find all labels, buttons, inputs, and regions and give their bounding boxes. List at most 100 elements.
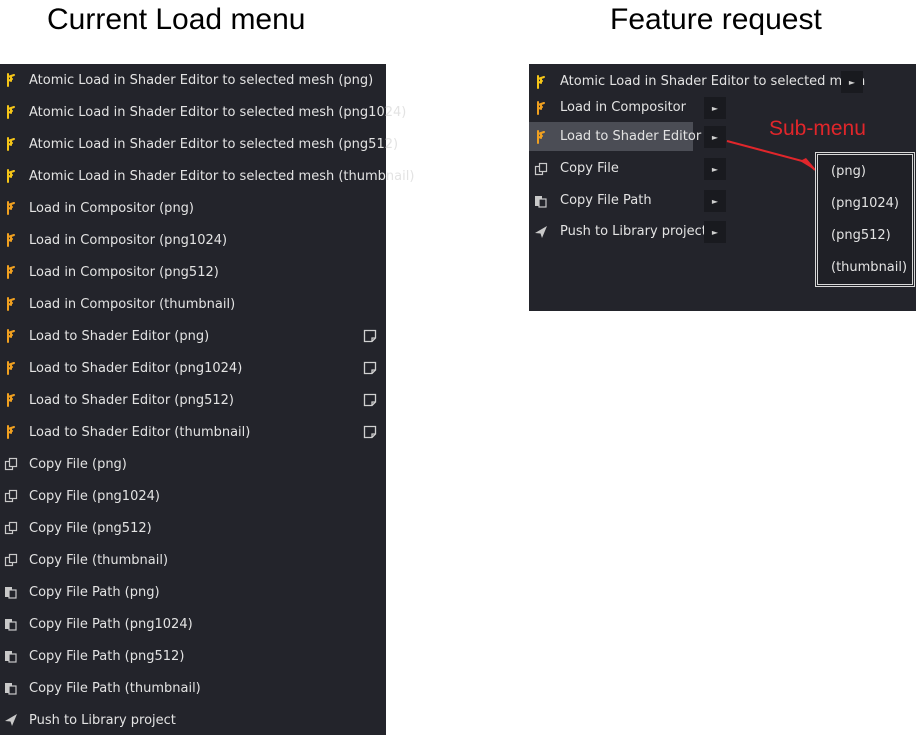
- copy-icon: [3, 488, 19, 504]
- menu-item-label: Copy File (png512): [29, 520, 152, 536]
- menu-item-label: Load in Compositor (thumbnail): [29, 296, 236, 312]
- send-icon: [533, 224, 549, 240]
- submenu-arrow-button[interactable]: ►: [704, 97, 726, 119]
- shader-editor-submenu: (png) (png1024) (png512) (thumbnail): [815, 152, 915, 287]
- node-icon: [533, 74, 549, 90]
- copy-icon: [3, 552, 19, 568]
- node-icon: [3, 200, 19, 216]
- menu-item[interactable]: Copy File (png512): [0, 512, 386, 544]
- menu-item[interactable]: Atomic Load in Shader Editor to selected…: [0, 96, 406, 128]
- submenu-item[interactable]: (thumbnail): [831, 260, 908, 275]
- submenu-item[interactable]: (png): [831, 164, 866, 179]
- current-load-menu: Atomic Load in Shader Editor to selected…: [0, 64, 414, 736]
- menu-item[interactable]: Atomic Load in Shader Editor to selected…: [0, 64, 386, 96]
- menu-item-label: Copy File Path (png512): [29, 648, 185, 664]
- copy-icon: [3, 520, 19, 536]
- menu-item[interactable]: Copy File (png): [0, 448, 386, 480]
- menu-item[interactable]: Load to Shader Editor (png1024): [0, 352, 386, 384]
- node-icon: [533, 129, 549, 145]
- copy-icon: [533, 161, 549, 177]
- menu-item[interactable]: Copy File Path (png1024): [0, 608, 386, 640]
- menu-item-label: Atomic Load in Shader Editor to selected…: [29, 168, 415, 184]
- copy-path-icon: [3, 584, 19, 600]
- menu-item[interactable]: Load to Shader Editor: [529, 122, 701, 151]
- feature-request-heading: Feature request: [610, 3, 822, 36]
- node-icon: [3, 360, 19, 376]
- menu-item[interactable]: Load in Compositor (png): [0, 192, 386, 224]
- node-icon: [3, 136, 19, 152]
- menu-item-label: Load to Shader Editor (thumbnail): [29, 424, 251, 440]
- menu-item[interactable]: Atomic Load in Shader Editor to selected…: [0, 160, 414, 192]
- copy-path-icon: [533, 193, 549, 209]
- note-icon[interactable]: [362, 424, 378, 440]
- menu-item[interactable]: Copy File (png1024): [0, 480, 386, 512]
- menu-item-label: Copy File Path (png1024): [29, 616, 193, 632]
- submenu-arrow-button[interactable]: ►: [704, 126, 726, 148]
- menu-item-label: Atomic Load in Shader Editor to selected…: [29, 104, 407, 120]
- node-icon: [3, 104, 19, 120]
- menu-item[interactable]: Push to Library project: [529, 217, 707, 246]
- node-icon: [3, 72, 19, 88]
- submenu-arrow-button[interactable]: ►: [841, 71, 863, 93]
- menu-item-label: Copy File (png1024): [29, 488, 160, 504]
- menu-item[interactable]: Atomic Load in Shader Editor to selected…: [0, 128, 398, 160]
- copy-icon: [3, 456, 19, 472]
- node-icon: [3, 392, 19, 408]
- menu-item[interactable]: Load to Shader Editor (png): [0, 320, 386, 352]
- submenu-item[interactable]: (png512): [831, 228, 891, 243]
- menu-item-label: Atomic Load in Shader Editor to selected…: [560, 74, 866, 89]
- menu-item[interactable]: Atomic Load in Shader Editor to selected…: [529, 67, 865, 96]
- copy-path-icon: [3, 648, 19, 664]
- send-icon: [3, 712, 19, 728]
- menu-item-label: Load in Compositor: [560, 100, 686, 115]
- note-icon[interactable]: [362, 360, 378, 376]
- menu-item-label: Push to Library project: [29, 712, 176, 728]
- menu-item-label: Atomic Load in Shader Editor to selected…: [29, 136, 399, 152]
- menu-item-label: Load to Shader Editor (png1024): [29, 360, 243, 376]
- menu-item-label: Load to Shader Editor (png): [29, 328, 210, 344]
- menu-item[interactable]: Load in Compositor (png1024): [0, 224, 386, 256]
- menu-item-label: Copy File: [560, 161, 619, 176]
- node-icon: [3, 328, 19, 344]
- menu-item-label: Atomic Load in Shader Editor to selected…: [29, 72, 374, 88]
- menu-item[interactable]: Load to Shader Editor (thumbnail): [0, 416, 386, 448]
- note-icon[interactable]: [362, 392, 378, 408]
- note-icon[interactable]: [362, 328, 378, 344]
- menu-item[interactable]: Copy File: [529, 154, 693, 183]
- menu-item[interactable]: Load to Shader Editor (png512): [0, 384, 386, 416]
- current-menu-heading: Current Load menu: [47, 3, 306, 36]
- menu-item[interactable]: Copy File Path (png512): [0, 640, 386, 672]
- menu-item[interactable]: Load in Compositor (png512): [0, 256, 386, 288]
- menu-item-label: Load in Compositor (png512): [29, 264, 219, 280]
- menu-item-label: Copy File (png): [29, 456, 127, 472]
- requested-load-menu: Atomic Load in Shader Editor to selected…: [529, 64, 916, 311]
- submenu-arrow-button[interactable]: ►: [704, 221, 726, 243]
- node-icon: [3, 168, 19, 184]
- node-icon: [3, 264, 19, 280]
- copy-path-icon: [3, 616, 19, 632]
- menu-item[interactable]: Copy File Path: [529, 186, 693, 215]
- node-icon: [533, 100, 549, 116]
- menu-item-label: Load to Shader Editor (png512): [29, 392, 234, 408]
- menu-item-label: Copy File Path (png): [29, 584, 160, 600]
- menu-item[interactable]: Load in Compositor (thumbnail): [0, 288, 386, 320]
- menu-item-label: Copy File Path: [560, 193, 652, 208]
- menu-item-label: Load in Compositor (png1024): [29, 232, 228, 248]
- submenu-item[interactable]: (png1024): [831, 196, 899, 211]
- menu-item[interactable]: Copy File Path (png): [0, 576, 386, 608]
- menu-item[interactable]: Copy File Path (thumbnail): [0, 672, 386, 704]
- copy-path-icon: [3, 680, 19, 696]
- menu-item[interactable]: Load in Compositor: [529, 93, 693, 122]
- node-icon: [3, 232, 19, 248]
- menu-item[interactable]: Push to Library project: [0, 704, 386, 736]
- menu-item-label: Load in Compositor (png): [29, 200, 195, 216]
- node-icon: [3, 424, 19, 440]
- menu-item-label: Copy File Path (thumbnail): [29, 680, 201, 696]
- menu-item[interactable]: Copy File (thumbnail): [0, 544, 386, 576]
- submenu-arrow-button[interactable]: ►: [704, 190, 726, 212]
- menu-item-label: Load to Shader Editor: [560, 129, 702, 144]
- submenu-arrow-button[interactable]: ►: [704, 158, 726, 180]
- menu-item-label: Push to Library project: [560, 224, 707, 239]
- node-icon: [3, 296, 19, 312]
